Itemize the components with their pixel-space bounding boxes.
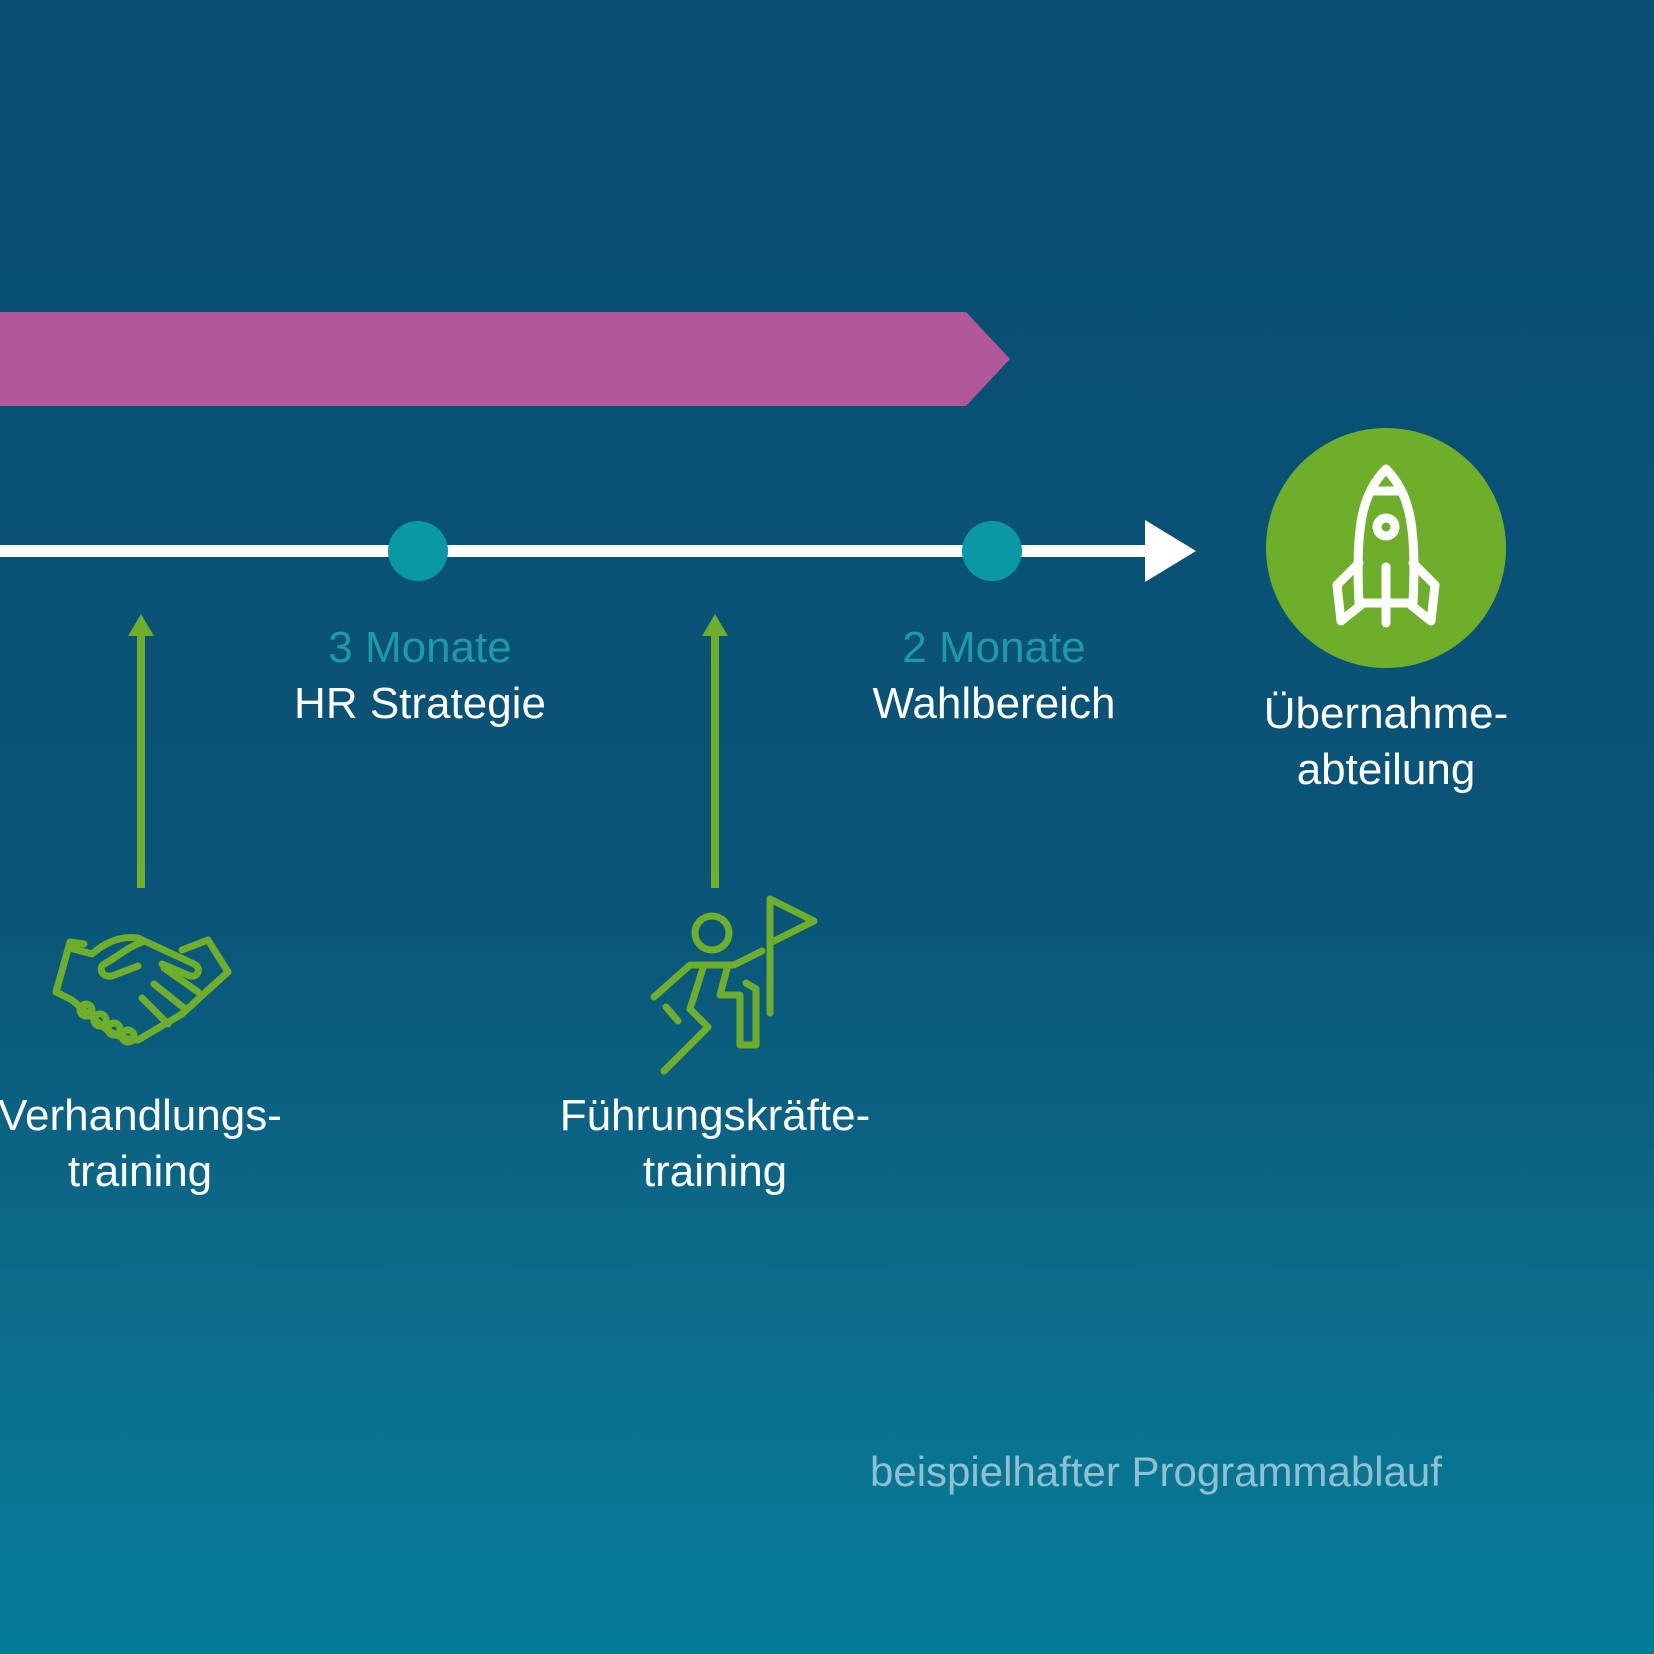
milestone-label-wahlbereich: Wahlbereich bbox=[872, 679, 1116, 728]
goal-label: Übernahme- abteilung bbox=[1226, 686, 1546, 798]
rocket-icon bbox=[1332, 464, 1440, 628]
training-label-fuehrung: Führungskräfte- training bbox=[545, 1088, 885, 1200]
training-label-verhandlung-line2: training bbox=[67, 1147, 213, 1196]
milestone-dot-wahlbereich bbox=[962, 521, 1022, 581]
training-label-fuehrung-line1: Führungskräfte- bbox=[559, 1091, 871, 1140]
footer-caption: beispielhafter Programmablauf bbox=[870, 1448, 1442, 1495]
goal-circle bbox=[1266, 428, 1506, 668]
timeline-axis bbox=[0, 520, 1196, 582]
handshake-icon bbox=[52, 934, 232, 1046]
up-arrow-verhandlung bbox=[128, 614, 154, 888]
goal-label-line2: abteilung bbox=[1296, 745, 1476, 794]
up-arrow-fuehrung bbox=[702, 614, 728, 888]
timeline-line bbox=[0, 545, 1150, 557]
milestone-label-hr-strategie: HR Strategie bbox=[294, 679, 546, 728]
milestone-duration-hr-strategie: 3 Monate bbox=[328, 623, 512, 672]
training-label-verhandlung: Verhandlungs- training bbox=[0, 1088, 310, 1200]
goal-label-line1: Übernahme- bbox=[1263, 689, 1509, 738]
phase-banner bbox=[0, 312, 1010, 406]
timeline-arrowhead bbox=[1145, 520, 1196, 582]
person-flag-icon bbox=[650, 895, 818, 1075]
training-label-verhandlung-line1: Verhandlungs- bbox=[0, 1091, 282, 1140]
milestone-dot-hr-strategie bbox=[388, 521, 448, 581]
training-label-fuehrung-line2: training bbox=[642, 1147, 788, 1196]
milestone-duration-wahlbereich: 2 Monate bbox=[902, 623, 1086, 672]
